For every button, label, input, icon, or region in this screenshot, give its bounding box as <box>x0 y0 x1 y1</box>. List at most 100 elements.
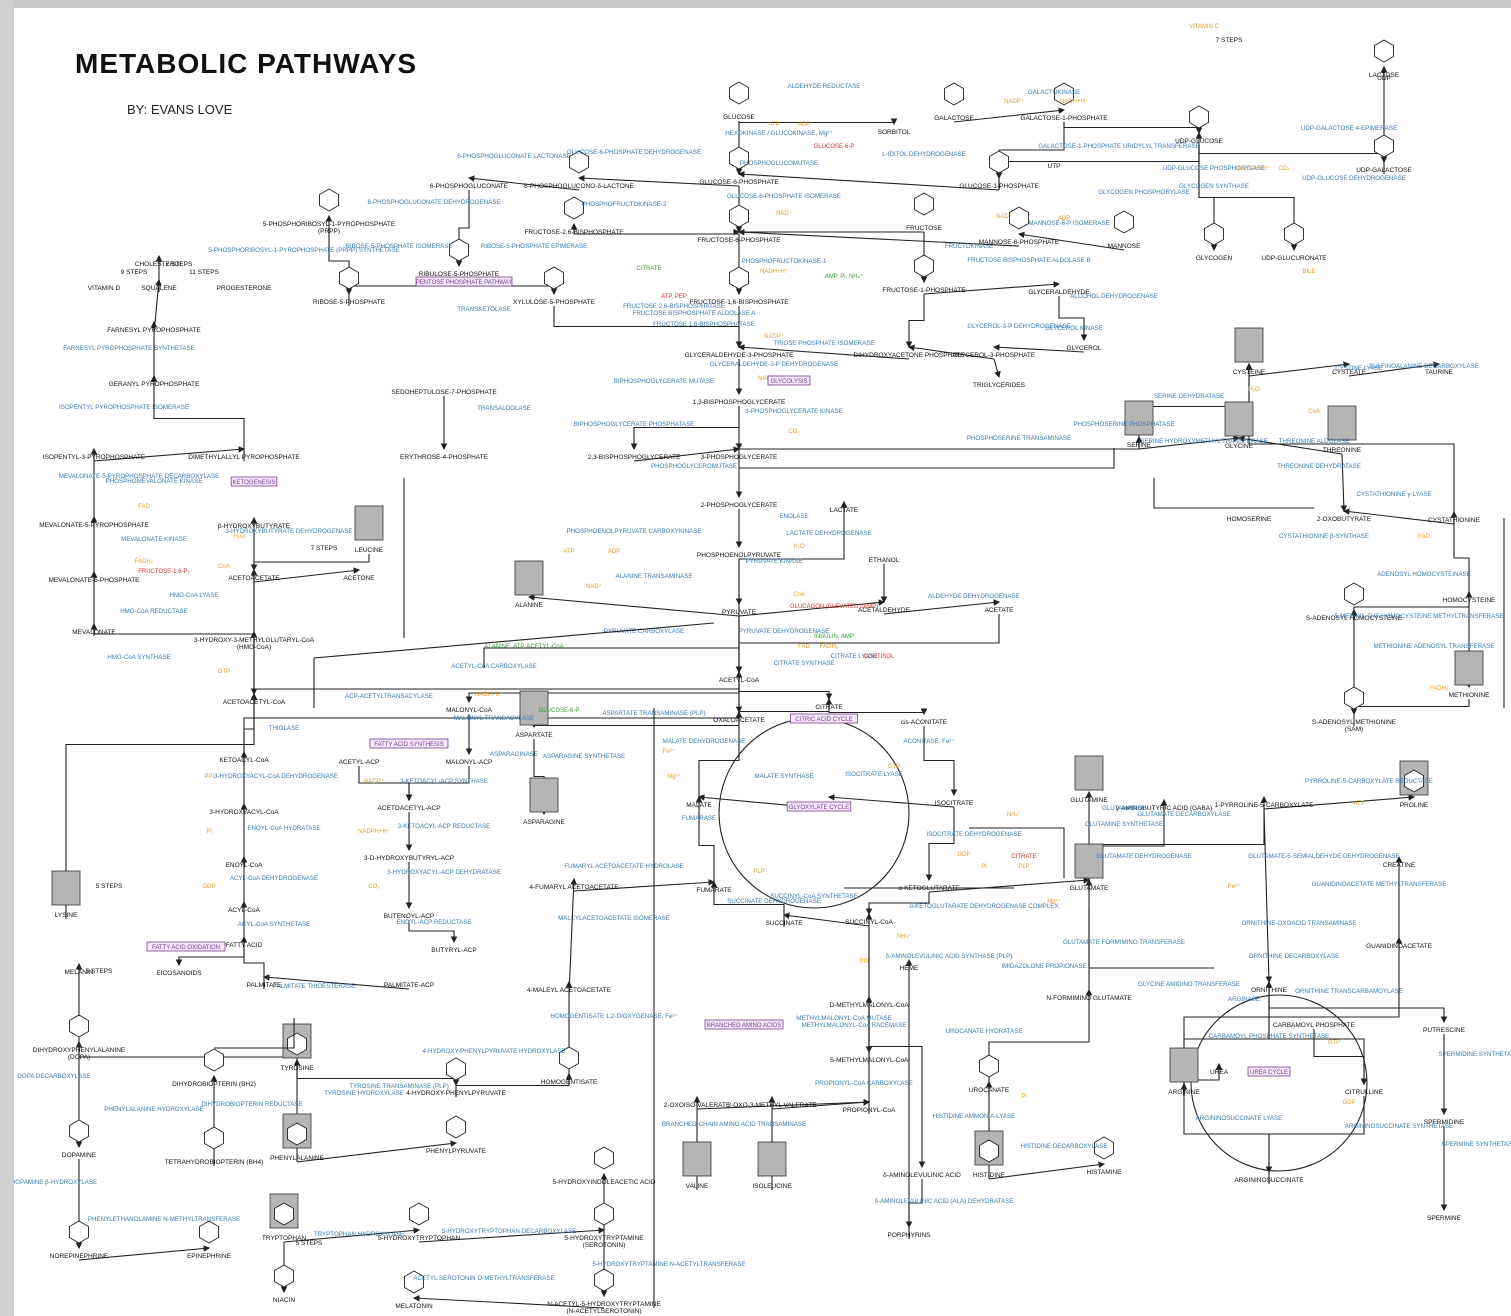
metabolite-label-malonylcoa: MALONYL-CoA <box>446 707 493 714</box>
pathway-tag-label: KETOGENESIS <box>233 480 276 486</box>
enzyme-label: ENOLASE <box>779 513 808 520</box>
metabolite-label-hacylcoa: 3-HYDROXYACYL-CoA <box>209 809 279 816</box>
cofactor-label: FAD <box>798 644 810 650</box>
regulator-label: INSULIN, AMP <box>814 634 854 640</box>
metabolite-label-malonylacp: MALONYL-ACP <box>446 759 493 766</box>
pathway-tag-box <box>369 738 449 749</box>
author-byline: BY: EVANS LOVE <box>127 102 233 117</box>
reaction-arrow <box>1268 994 1448 1024</box>
amino-acid-box-icon <box>682 1141 712 1177</box>
enzyme-label: 4-HYDROXY-PHENYLPYRUVATE HYDROXYLASE <box>423 1048 566 1055</box>
metabolite-label-threonine: THREONINE <box>1323 447 1362 454</box>
cofactor-label: Mg²⁺ <box>667 773 681 780</box>
enzyme-label: 6-PHOSPHOGLUCONATE LACTONASE <box>457 153 571 160</box>
reaction-arrow <box>153 278 162 335</box>
cofactor-label: CO₂ <box>368 884 380 890</box>
reaction-arrow <box>1138 435 1241 450</box>
pathway-tag-label: PENTOSE PHOSPHATE PATHWAY <box>416 280 513 286</box>
reaction-arrow <box>250 554 370 572</box>
sugar-ring-icon <box>204 1048 224 1072</box>
cofactor-labels: ATPADPNAD⁺NADH+H⁺NADP⁺NADPH+H⁺CO₂H₂OCoAF… <box>135 98 1449 1106</box>
metabolite-label-butenoylacp: BUTENOYL-ACP <box>384 913 435 920</box>
metabolite-label-pg3: 3-PHOSPHOGLYCERATE <box>701 454 778 461</box>
metabolite-label-sorbitol: SORBITOL <box>878 129 911 136</box>
sugar-ring-icon <box>446 1115 466 1139</box>
enzyme-label: 5-HYDROXYTRYPTAMINE N-ACETYLTRANSFERASE <box>593 1261 746 1268</box>
reaction-arrow <box>992 344 1085 353</box>
metabolite-label-porphyrins: PORPHYRINS <box>888 1232 932 1239</box>
enzyme-label: 3-PHOSPHOGLYCERATE KINASE <box>745 408 842 415</box>
cofactor-label: ADP <box>1058 216 1070 222</box>
enzyme-label: RIBOSE-5-PHOSPHATE ISOMERASE <box>345 243 452 250</box>
metabolite-label-gaba: γ-AMINOBUTYRIC ACID (GABA) <box>1116 805 1212 812</box>
amino-acid-box-icon <box>514 560 544 596</box>
amino-acid-box-icon <box>1234 327 1264 363</box>
sugar-ring-icon <box>446 1057 466 1081</box>
reaction-arrow <box>771 1099 871 1110</box>
enzyme-label: GALACTOSE-1-PHOSPHATE URIDYLYL TRANSFERA… <box>1038 143 1200 150</box>
enzyme-label: METHYLMALONYL-CoA RACEMASE <box>802 1022 907 1029</box>
metabolite-label-bpg13: 1,3-BISPHOSPHOGLYCERATE <box>693 399 786 406</box>
metabolite-label-isoleucine: ISOLEUCINE <box>752 1183 792 1190</box>
enzyme-label: α-KETOGLUTARATE DEHYDROGENASE COMPLEX <box>909 903 1058 910</box>
metabolite-label-ornithine: ORNITHINE <box>1251 987 1287 994</box>
cofactor-label: NH₄⁺ <box>897 933 911 940</box>
metabolite-label-serotonin: (SEROTONIN) <box>583 1242 626 1249</box>
reaction-arrow <box>418 1227 606 1243</box>
reaction-arrow <box>923 281 1061 295</box>
metabolite-label-palmitateacp: PALMITATE-ACP <box>384 982 434 989</box>
enzyme-label: MEVALONATE KINASE <box>121 536 187 543</box>
metabolite-label-phenylpyruvate: PHENYLPYRUVATE <box>426 1148 487 1155</box>
metabolite-label-homocysteine: HOMOCYSTEINE <box>1443 597 1496 604</box>
pathway-tags: PENTOSE PHOSPHATE PATHWAY GLYCOLYSIS KETOG… <box>146 276 1291 1077</box>
sugar-ring-icon <box>1009 206 1029 230</box>
enzyme-label: L-IDITOL DEHYDROGENASE <box>882 151 966 158</box>
side-label-udp: UDP <box>1377 75 1391 82</box>
enzyme-label: GLUTAMATE DECARBOXYLASE <box>1137 811 1230 818</box>
metabolite-label-hbacp: 3-D-HYDROXYBUTYRYL-ACP <box>364 855 454 862</box>
citric-acid-cycle-ring <box>718 717 910 909</box>
regulator-label: FRUCTOSE-1,6-P₂ <box>138 569 190 575</box>
metabolite-label-ru5p: RIBULOSE-5-PHOSPHATE <box>419 271 500 278</box>
metabolite-label-gpp: GERANYL PYROPHOSPHATE <box>109 381 200 388</box>
enzyme-label: ORNITHINE-OXOACID TRANSAMINASE <box>1241 920 1356 927</box>
reaction-arrow <box>1063 122 1203 135</box>
regulator-label: CITRATE <box>636 266 661 272</box>
cofactor-label: NAD⁺ <box>996 213 1012 220</box>
cofactor-label: FADH₂ <box>1430 686 1449 692</box>
cofactor-label: Pi <box>981 864 986 870</box>
enzyme-label: GLUTAMATE FORMIMINO TRANSFERASE <box>1063 939 1185 946</box>
reaction-arrow <box>633 446 741 462</box>
amino-acid-box-icon <box>51 870 81 906</box>
metabolite-labels: GLUCOSEGLUCOSE-6-PHOSPHATEFRUCTOSE-6-PHO… <box>33 72 1496 1315</box>
pathway-tag-box <box>704 1019 784 1030</box>
metabolite-label-pep: PHOSPHOENOLPYRUVATE <box>697 552 782 559</box>
sugar-ring-icon <box>449 238 469 262</box>
connector-line <box>1153 478 1314 509</box>
pathway-tag-label: GLYCOLYSIS <box>770 379 807 385</box>
enzyme-label: ACYL-CoA DEHYDROGENASE <box>230 875 318 882</box>
metabolite-label-triglycerides: TRIGLYCERIDES <box>973 382 1026 389</box>
sugar-ring-icon <box>594 1146 614 1170</box>
sugar-ring-icon <box>564 196 584 220</box>
regulator-label: CITRATE <box>1011 854 1036 860</box>
pathway-tag-box <box>1247 1066 1291 1077</box>
regulator-label: GLUCOSE-6-P <box>814 144 855 150</box>
enzyme-label: PYRUVATE KINASE <box>746 558 803 565</box>
enzyme-label: UROCANATE HYDRATASE <box>945 1028 1022 1035</box>
cofactor-label: H₂O <box>793 544 805 550</box>
amino-acid-box-icon <box>1454 650 1484 686</box>
metabolite-label-glyceraldehyde: GLYCERALDEHYDE <box>1028 289 1090 296</box>
metabolite-label-glutamate: GLUTAMATE <box>1070 885 1109 892</box>
enzyme-label: GLUTAMATE-5-SEMIALDEHYDE DEHYDROGENASE <box>1248 853 1399 860</box>
reaction-arrow <box>175 949 245 967</box>
reaction-arrow <box>1237 435 1343 455</box>
metabolite-label-udpglucose: UDP-GLUCOSE <box>1175 138 1223 145</box>
reaction-arrow <box>283 1227 421 1243</box>
reaction-arrow <box>695 795 715 894</box>
pathway-tag-box <box>146 941 226 952</box>
amino-acid-box-icon <box>1224 401 1254 437</box>
enzyme-label: TRIOSE PHOSPHATE ISOMERASE <box>774 340 875 347</box>
cofactor-label: H₂O <box>233 534 245 540</box>
sugar-ring-icon <box>569 150 589 174</box>
